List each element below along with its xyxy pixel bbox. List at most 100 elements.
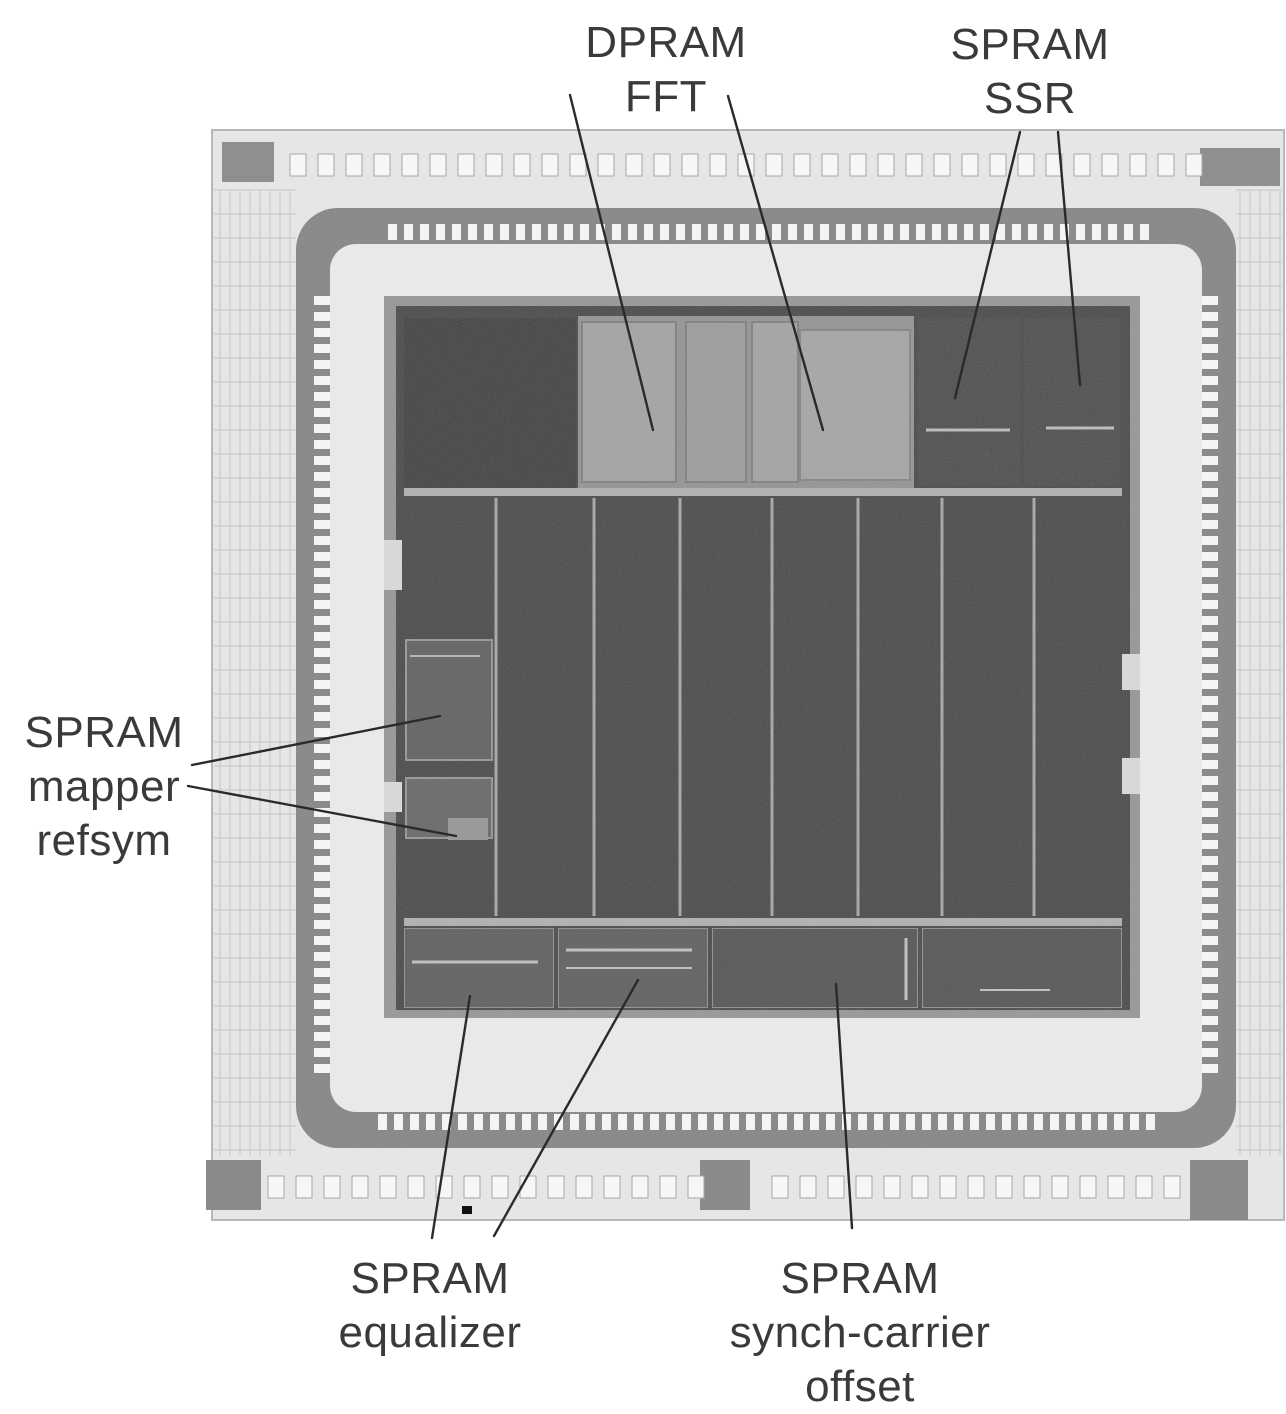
ring-bond-pad bbox=[1202, 792, 1218, 801]
ring-bond-pad bbox=[314, 424, 330, 433]
ring-bond-pad bbox=[394, 1114, 403, 1130]
ring-bond-pad bbox=[1202, 344, 1218, 353]
ring-bond-pad bbox=[1202, 1000, 1218, 1009]
ring-bond-pad bbox=[314, 968, 330, 977]
ring-bond-pad bbox=[314, 1048, 330, 1057]
ring-bond-pad bbox=[836, 224, 845, 240]
ring-bond-pad bbox=[1202, 984, 1218, 993]
ring-bond-pad bbox=[314, 584, 330, 593]
ring-bond-pad bbox=[858, 1114, 867, 1130]
ring-bond-pad bbox=[314, 504, 330, 513]
ring-bond-pad bbox=[314, 696, 330, 705]
ring-bond-pad bbox=[1044, 224, 1053, 240]
ring-bond-pad bbox=[1202, 840, 1218, 849]
ring-bond-pad bbox=[762, 1114, 771, 1130]
ring-bond-pad bbox=[570, 1114, 579, 1130]
outer-bond-pad bbox=[709, 153, 727, 177]
outer-bond-pad bbox=[765, 153, 783, 177]
ring-bond-pad bbox=[1202, 600, 1218, 609]
ring-bond-pad bbox=[1202, 760, 1218, 769]
ring-bond-pad bbox=[602, 1114, 611, 1130]
ring-bond-pad bbox=[314, 520, 330, 529]
outer-bond-pad bbox=[1051, 1175, 1069, 1199]
label-spram-ssr-line1: SPRAM bbox=[950, 20, 1110, 69]
ring-bond-pad bbox=[756, 224, 765, 240]
ring-bond-pad bbox=[452, 224, 461, 240]
leader-lines bbox=[186, 93, 1082, 1240]
ring-bond-pad bbox=[1202, 456, 1218, 465]
outer-bond-pad bbox=[1107, 1175, 1125, 1199]
ring-bond-pad bbox=[1060, 224, 1069, 240]
ring-bond-pad bbox=[314, 776, 330, 785]
label-equalizer-line1: SPRAM bbox=[350, 1254, 510, 1303]
ring-bond-pad bbox=[852, 224, 861, 240]
ring-bond-pad bbox=[1202, 904, 1218, 913]
outer-bond-pad bbox=[1157, 153, 1175, 177]
outer-bond-pad bbox=[821, 153, 839, 177]
ring-bond-pad bbox=[314, 824, 330, 833]
ring-bond-pad bbox=[1202, 888, 1218, 897]
ring-bond-pad bbox=[436, 224, 445, 240]
label-dpram-fft-line1: DPRAM bbox=[585, 18, 747, 67]
ring-bond-pad bbox=[1202, 584, 1218, 593]
ring-bond-pad bbox=[314, 552, 330, 561]
ring-bond-pad bbox=[1108, 224, 1117, 240]
ring-bond-pad bbox=[314, 296, 330, 305]
ring-bond-pad bbox=[314, 648, 330, 657]
outer-bond-pad bbox=[967, 1175, 985, 1199]
ring-bond-pad bbox=[586, 1114, 595, 1130]
ring-bond-pad bbox=[916, 224, 925, 240]
label-mapper-line1: SPRAM bbox=[24, 708, 184, 757]
ring-bond-pad bbox=[314, 984, 330, 993]
ring-bond-pad bbox=[314, 728, 330, 737]
ring-bond-pad bbox=[314, 360, 330, 369]
ring-bond-pad bbox=[634, 1114, 643, 1130]
ring-bond-pad bbox=[986, 1114, 995, 1130]
ring-bond-pad bbox=[1202, 424, 1218, 433]
ring-bond-pad bbox=[474, 1114, 483, 1130]
ring-bond-pad bbox=[404, 224, 413, 240]
ring-bond-pad bbox=[1202, 520, 1218, 529]
ring-bond-pad bbox=[772, 224, 781, 240]
outer-bond-pad bbox=[429, 153, 447, 177]
ring-bond-pad bbox=[314, 664, 330, 673]
ring-bond-pad bbox=[314, 536, 330, 545]
outer-bond-pad bbox=[295, 1175, 313, 1199]
ring-bond-pad bbox=[1202, 376, 1218, 385]
ring-bond-pad bbox=[804, 224, 813, 240]
ring-bond-pad bbox=[314, 840, 330, 849]
outer-bond-pad bbox=[1101, 153, 1119, 177]
label-synch-line2: synch-carrier bbox=[729, 1308, 991, 1357]
label-spram-equalizer: SPRAM equalizer bbox=[320, 1252, 540, 1360]
ring-bond-pad bbox=[1202, 552, 1218, 561]
label-equalizer-line2: equalizer bbox=[338, 1308, 522, 1357]
outer-bond-pad bbox=[1023, 1175, 1041, 1199]
label-spram-synch-carrier-offset: SPRAM synch-carrier offset bbox=[700, 1252, 1020, 1414]
ring-bond-pad bbox=[1202, 1048, 1218, 1057]
ring-bond-pad bbox=[314, 936, 330, 945]
label-mapper-line2: mapper bbox=[27, 762, 181, 811]
ring-bond-pad bbox=[1202, 616, 1218, 625]
ring-bond-pad bbox=[388, 224, 397, 240]
outer-bond-pad bbox=[855, 1175, 873, 1199]
ring-bond-pad bbox=[980, 224, 989, 240]
ring-bond-pad bbox=[740, 224, 749, 240]
outer-bond-pad bbox=[541, 153, 559, 177]
ring-bond-pad bbox=[1202, 568, 1218, 577]
ring-bond-pad bbox=[874, 1114, 883, 1130]
outer-bond-pad bbox=[877, 153, 895, 177]
ring-bond-pad bbox=[1202, 824, 1218, 833]
ring-bond-pad bbox=[1202, 296, 1218, 305]
outer-bond-pad bbox=[569, 153, 587, 177]
ring-bond-pad bbox=[314, 680, 330, 689]
ring-bond-pad bbox=[314, 856, 330, 865]
outer-bond-pad bbox=[793, 153, 811, 177]
ring-bond-pad bbox=[314, 952, 330, 961]
ring-bond-pad bbox=[1202, 472, 1218, 481]
ring-bond-pad bbox=[1202, 536, 1218, 545]
leader-equalizer-a bbox=[430, 994, 472, 1240]
ring-bond-pad bbox=[314, 344, 330, 353]
ring-bond-pad bbox=[1050, 1114, 1059, 1130]
ring-bond-pad bbox=[842, 1114, 851, 1130]
ring-bond-pad bbox=[458, 1114, 467, 1130]
